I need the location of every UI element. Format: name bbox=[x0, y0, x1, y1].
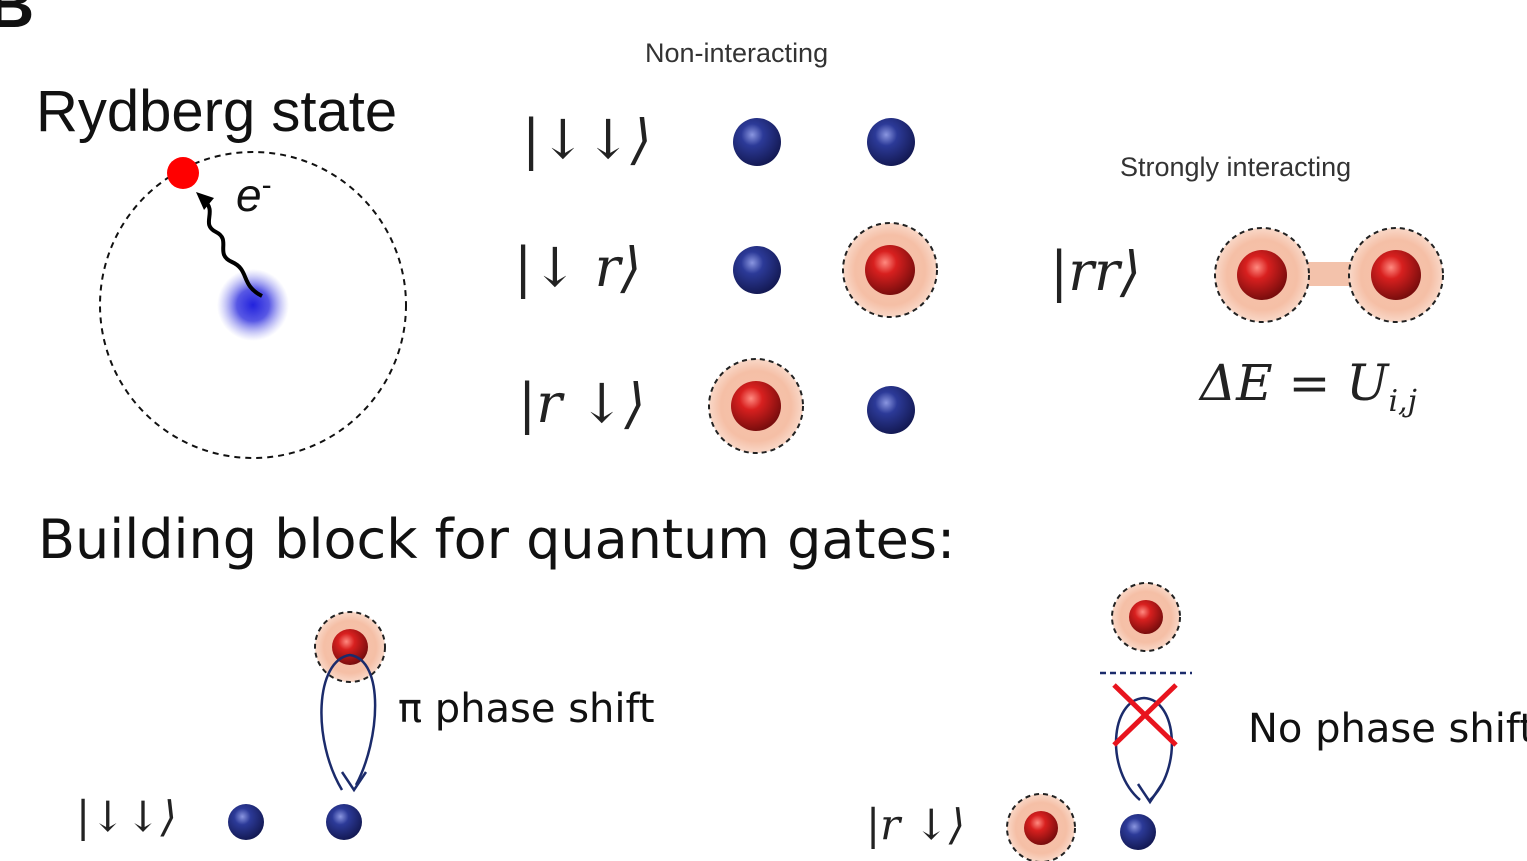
rydberg-orbit-group bbox=[99, 151, 407, 459]
ground-atom bbox=[867, 118, 915, 166]
ground-atom bbox=[326, 804, 362, 840]
no-phase-shift-label: No phase shift bbox=[1248, 706, 1527, 752]
interaction-energy: ΔE = Ui,j bbox=[1200, 354, 1417, 419]
strongly-interacting-pair bbox=[1214, 227, 1444, 323]
blocked-cross-line bbox=[1112, 683, 1178, 747]
ground-atom bbox=[228, 804, 264, 840]
non-interacting-label: Non-interacting bbox=[645, 38, 829, 68]
blocked-loop-arrow bbox=[1114, 696, 1174, 801]
rydberg-atom bbox=[1024, 811, 1058, 845]
gate-left bbox=[228, 611, 386, 840]
ket-r-down: |r ↓⟩ bbox=[518, 372, 646, 435]
rydberg-atom bbox=[1129, 600, 1163, 634]
electron-symbol: e bbox=[236, 169, 262, 221]
strongly-interacting-label: Strongly interacting bbox=[1120, 152, 1352, 182]
electron-charge: - bbox=[261, 168, 272, 202]
rydberg-orbit bbox=[99, 151, 407, 459]
ket-down-down: |↓↓⟩ bbox=[522, 108, 652, 171]
electron-dot bbox=[167, 157, 199, 189]
rydberg-atom bbox=[1371, 250, 1421, 300]
ground-atom bbox=[733, 246, 781, 294]
excitation-loop-arrowhead bbox=[340, 771, 368, 793]
blocked-loop-arrowhead bbox=[1136, 783, 1164, 805]
gates-heading: Building block for quantum gates: bbox=[38, 508, 956, 571]
gate-left-ket: |↓↓⟩ bbox=[76, 792, 177, 841]
rydberg-atom bbox=[731, 381, 781, 431]
panel-letter: B bbox=[0, 0, 35, 41]
ground-atom bbox=[733, 118, 781, 166]
pi-phase-shift-label: π phase shift bbox=[398, 686, 655, 732]
energy-formula: ΔE = U bbox=[1200, 354, 1389, 412]
rydberg-state-title: Rydberg state bbox=[36, 79, 398, 144]
rydberg-atom bbox=[1237, 250, 1287, 300]
non-interacting-atoms bbox=[708, 118, 938, 454]
ket-r-r: |rr⟩ bbox=[1050, 240, 1141, 303]
ket-down-r: |↓ r⟩ bbox=[514, 236, 642, 299]
ground-atom bbox=[1120, 814, 1156, 850]
gate-right bbox=[1006, 582, 1192, 861]
gate-right-ket: |r ↓⟩ bbox=[866, 800, 966, 849]
energy-subscript: i,j bbox=[1388, 384, 1417, 419]
rydberg-atom bbox=[332, 629, 368, 665]
ground-atom bbox=[867, 386, 915, 434]
nucleus-glow bbox=[217, 269, 289, 341]
excitation-loop-arrow bbox=[320, 653, 377, 791]
electron-arrowhead bbox=[196, 192, 214, 210]
electron-label: e- bbox=[236, 168, 272, 222]
rydberg-atom bbox=[865, 245, 915, 295]
electron-wavy-path bbox=[202, 198, 263, 298]
